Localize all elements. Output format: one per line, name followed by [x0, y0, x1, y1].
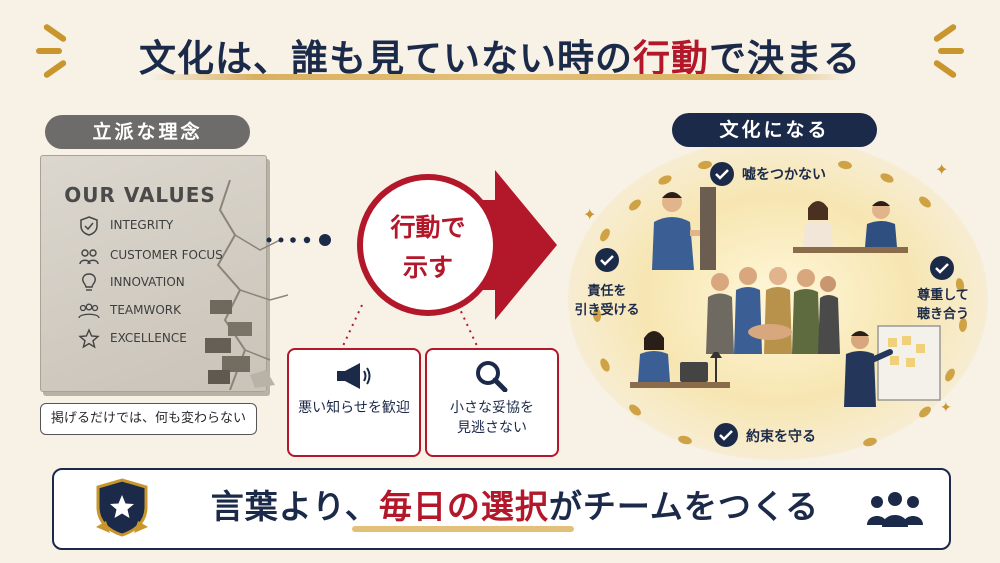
value-label: TEAMWORK [110, 303, 181, 317]
crack-decoration [205, 180, 289, 390]
scene-accountability [630, 331, 730, 388]
sparkle-icon: ✦ [583, 205, 597, 224]
banner-underline [352, 526, 574, 532]
banner-part2: がチームをつくる [548, 487, 820, 526]
ideals-pill: 立派な理念 [45, 115, 250, 149]
spark-decoration [938, 48, 964, 54]
label-keep-promise: 約束を守る [746, 429, 816, 445]
check-icon [930, 256, 954, 280]
sparkle-icon: ✦ [940, 400, 952, 416]
dotted-connector [266, 234, 331, 246]
scene-respect [793, 201, 908, 253]
label-take-responsibility: 責任を引き受ける [572, 282, 642, 320]
culture-pill: 文化になる [672, 113, 877, 147]
value-item-innovation: INNOVATION [78, 272, 278, 294]
card-text: 小さな妥協を見逃さない [427, 398, 557, 438]
value-label: INTEGRITY [110, 218, 174, 232]
star-icon [78, 328, 100, 349]
card-text: 悪い知らせを歓迎 [289, 398, 419, 418]
magnifier-icon [476, 361, 508, 392]
label-line1: 責任を [587, 284, 627, 299]
team-icon [78, 303, 100, 319]
label-respect-listen: 尊重して聴き合う [908, 286, 978, 324]
check-icon [710, 162, 734, 186]
spark-decoration [36, 48, 62, 54]
banner-accent: 毎日の選択 [378, 487, 549, 526]
scene-team-hands [706, 267, 840, 354]
lightbulb-icon [82, 273, 96, 291]
shield-star-icon [96, 478, 148, 537]
shield-check-icon [80, 216, 98, 236]
scene-honesty [652, 187, 716, 270]
label-line2: 聴き合う [916, 307, 969, 322]
label-line1: 尊重して [917, 288, 969, 303]
value-item-customer-focus: CUSTOMER FOCUS [78, 245, 278, 267]
banner-message: 言葉より、毎日の選択がチームをつくる [175, 480, 855, 528]
value-item-integrity: INTEGRITY [78, 215, 278, 237]
title-area: 文化は、誰も見ていない時の行動で決まる [0, 18, 1000, 88]
card-line2: 見逃さない [457, 420, 527, 436]
value-item-excellence: EXCELLENCE [78, 328, 278, 350]
card-line1: 小さな妥協を [450, 400, 534, 416]
value-item-teamwork: TEAMWORK [78, 300, 278, 322]
slab-title: OUR VALUES [64, 183, 216, 207]
title-part2: で決まる [709, 37, 861, 80]
label-line2: 引き受ける [574, 303, 640, 318]
sparkle-icon: ✦ [935, 160, 949, 179]
value-label: EXCELLENCE [110, 331, 187, 345]
value-label: INNOVATION [110, 275, 185, 289]
action-arrow [357, 170, 557, 320]
action-circle-line2: 示す [402, 253, 453, 282]
card-no-small-compromise: 小さな妥協を見逃さない [425, 348, 559, 457]
bottom-banner [52, 468, 951, 550]
team-people-icon [867, 492, 923, 527]
check-icon [714, 423, 738, 447]
title-accent: 行動 [633, 37, 709, 80]
value-label: CUSTOMER FOCUS [110, 248, 223, 262]
page-title: 文化は、誰も見ていない時の行動で決まる [0, 28, 1000, 82]
banner-part1: 言葉より、 [210, 487, 379, 526]
scene-keep-promise [844, 325, 941, 407]
card-line1: 悪い知らせを歓迎 [298, 400, 410, 416]
label-no-lies: 嘘をつかない [742, 167, 826, 183]
ideals-caption: 掲げるだけでは、何も変わらない [40, 403, 257, 435]
people-icon [79, 249, 99, 265]
card-welcome-bad-news: 悪い知らせを歓迎 [287, 348, 421, 457]
megaphone-icon [337, 363, 371, 389]
title-underline [150, 74, 850, 80]
action-circle-line1: 行動で [390, 213, 466, 242]
footprint-circle [592, 160, 968, 447]
dotted-connectors [341, 304, 479, 349]
title-part1: 文化は、誰も見ていない時の [139, 37, 633, 80]
check-icon [595, 248, 619, 272]
